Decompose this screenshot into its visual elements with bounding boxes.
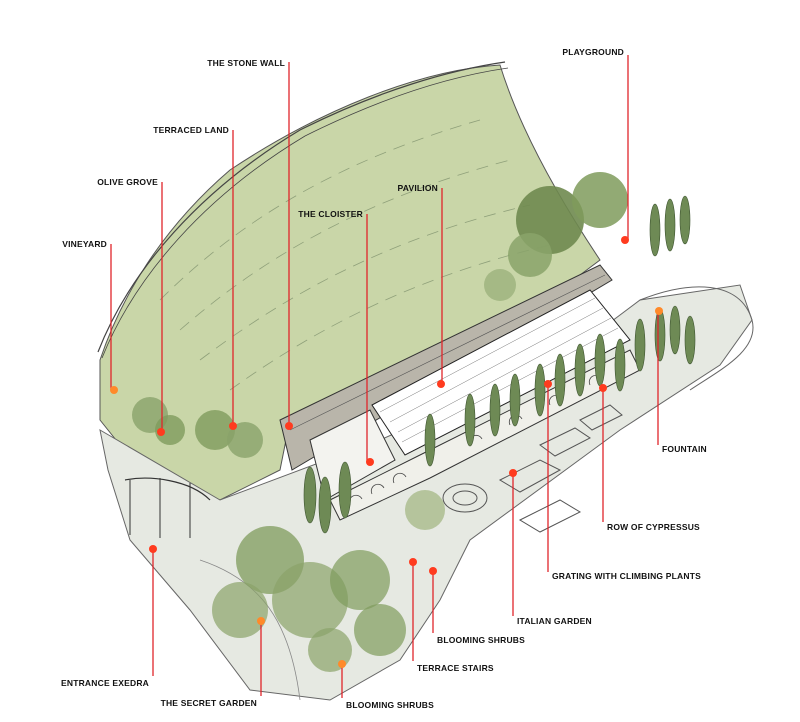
entrance-exedra [124,477,211,501]
trees [132,172,628,672]
marker-olive-grove [157,428,165,436]
marker-cloister [366,458,374,466]
cloister-colonnade [309,409,396,501]
marker-italian-garden [509,469,517,477]
marker-stone-wall [285,422,293,430]
label-terraced-land: TERRACED LAND [153,125,229,135]
label-entrance-exedra: ENTRANCE EXEDRA [61,678,149,688]
labels: THE STONE WALL PLAYGROUND TERRACED LAND … [61,47,707,710]
label-stone-wall: THE STONE WALL [207,58,285,68]
label-fountain: FOUNTAIN [662,444,707,454]
hill-contours [159,119,551,391]
marker-secret-garden [257,617,265,625]
site-illustration [97,61,754,701]
marker-terrace-stairs [409,558,417,566]
marker-playground [621,236,629,244]
label-grating: GRATING WITH CLIMBING PLANTS [552,571,701,581]
label-pavilion: PAVILION [398,183,438,193]
marker-pavilion [437,380,445,388]
marker-blooming-shrubs-1 [429,567,437,575]
marker-terraced-land [229,422,237,430]
label-blooming-shrubs-1: BLOOMING SHRUBS [437,635,525,645]
marker-grating [544,380,552,388]
label-blooming-shrubs-2: BLOOMING SHRUBS [346,700,434,710]
marker-entrance-exedra [149,545,157,553]
label-terrace-stairs: TERRACE STAIRS [417,663,494,673]
label-row-of-cypressus: ROW OF CYPRESSUS [607,522,700,532]
italian-garden-parterre [442,404,623,533]
label-playground: PLAYGROUND [562,47,624,57]
hill-lawn [99,64,601,501]
label-secret-garden: THE SECRET GARDEN [161,698,257,708]
marker-fountain [655,307,663,315]
markers [110,236,663,668]
label-italian-garden: ITALIAN GARDEN [517,616,592,626]
leader-lines [110,55,659,698]
perimeter-wall [97,61,506,353]
label-vineyard: VINEYARD [62,239,107,249]
marker-cypressus [599,384,607,392]
pavilion-roof [371,289,631,456]
marker-vineyard [110,386,118,394]
marker-blooming-shrubs-2 [338,660,346,668]
label-cloister: THE CLOISTER [298,209,363,219]
label-olive-grove: OLIVE GROVE [97,177,158,187]
